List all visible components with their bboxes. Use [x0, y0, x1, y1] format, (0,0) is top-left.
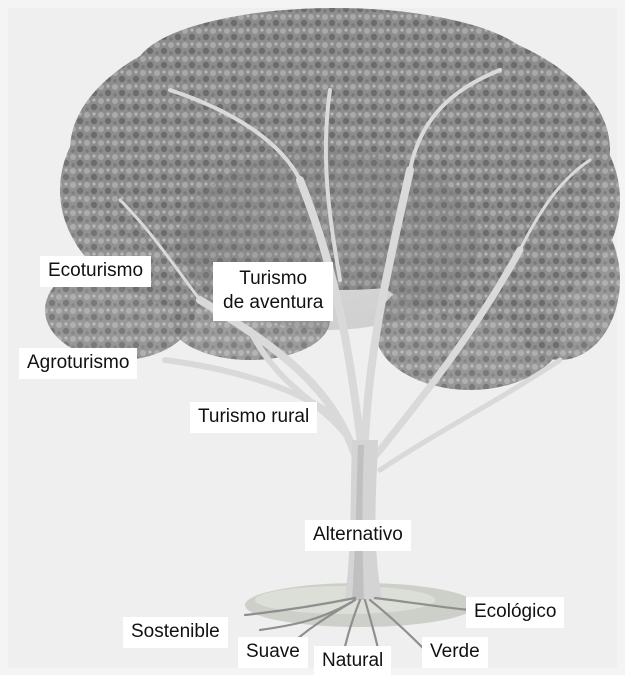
- label-alternativo: Alternativo: [305, 520, 411, 551]
- label-ecoturismo: Ecoturismo: [40, 256, 151, 287]
- label-turismo-de-aventura: Turismo de aventura: [213, 262, 333, 321]
- label-turismo-de-aventura-line1: Turismo: [223, 267, 323, 291]
- label-natural: Natural: [314, 646, 391, 675]
- tree-canopy: [45, 8, 620, 390]
- label-turismo-de-aventura-line2: de aventura: [223, 291, 323, 315]
- label-turismo-rural: Turismo rural: [190, 402, 317, 433]
- label-suave: Suave: [238, 637, 308, 668]
- label-ecologico: Ecológico: [466, 597, 564, 628]
- label-sostenible: Sostenible: [123, 617, 228, 648]
- label-verde: Verde: [422, 637, 488, 668]
- label-agroturismo: Agroturismo: [19, 348, 137, 379]
